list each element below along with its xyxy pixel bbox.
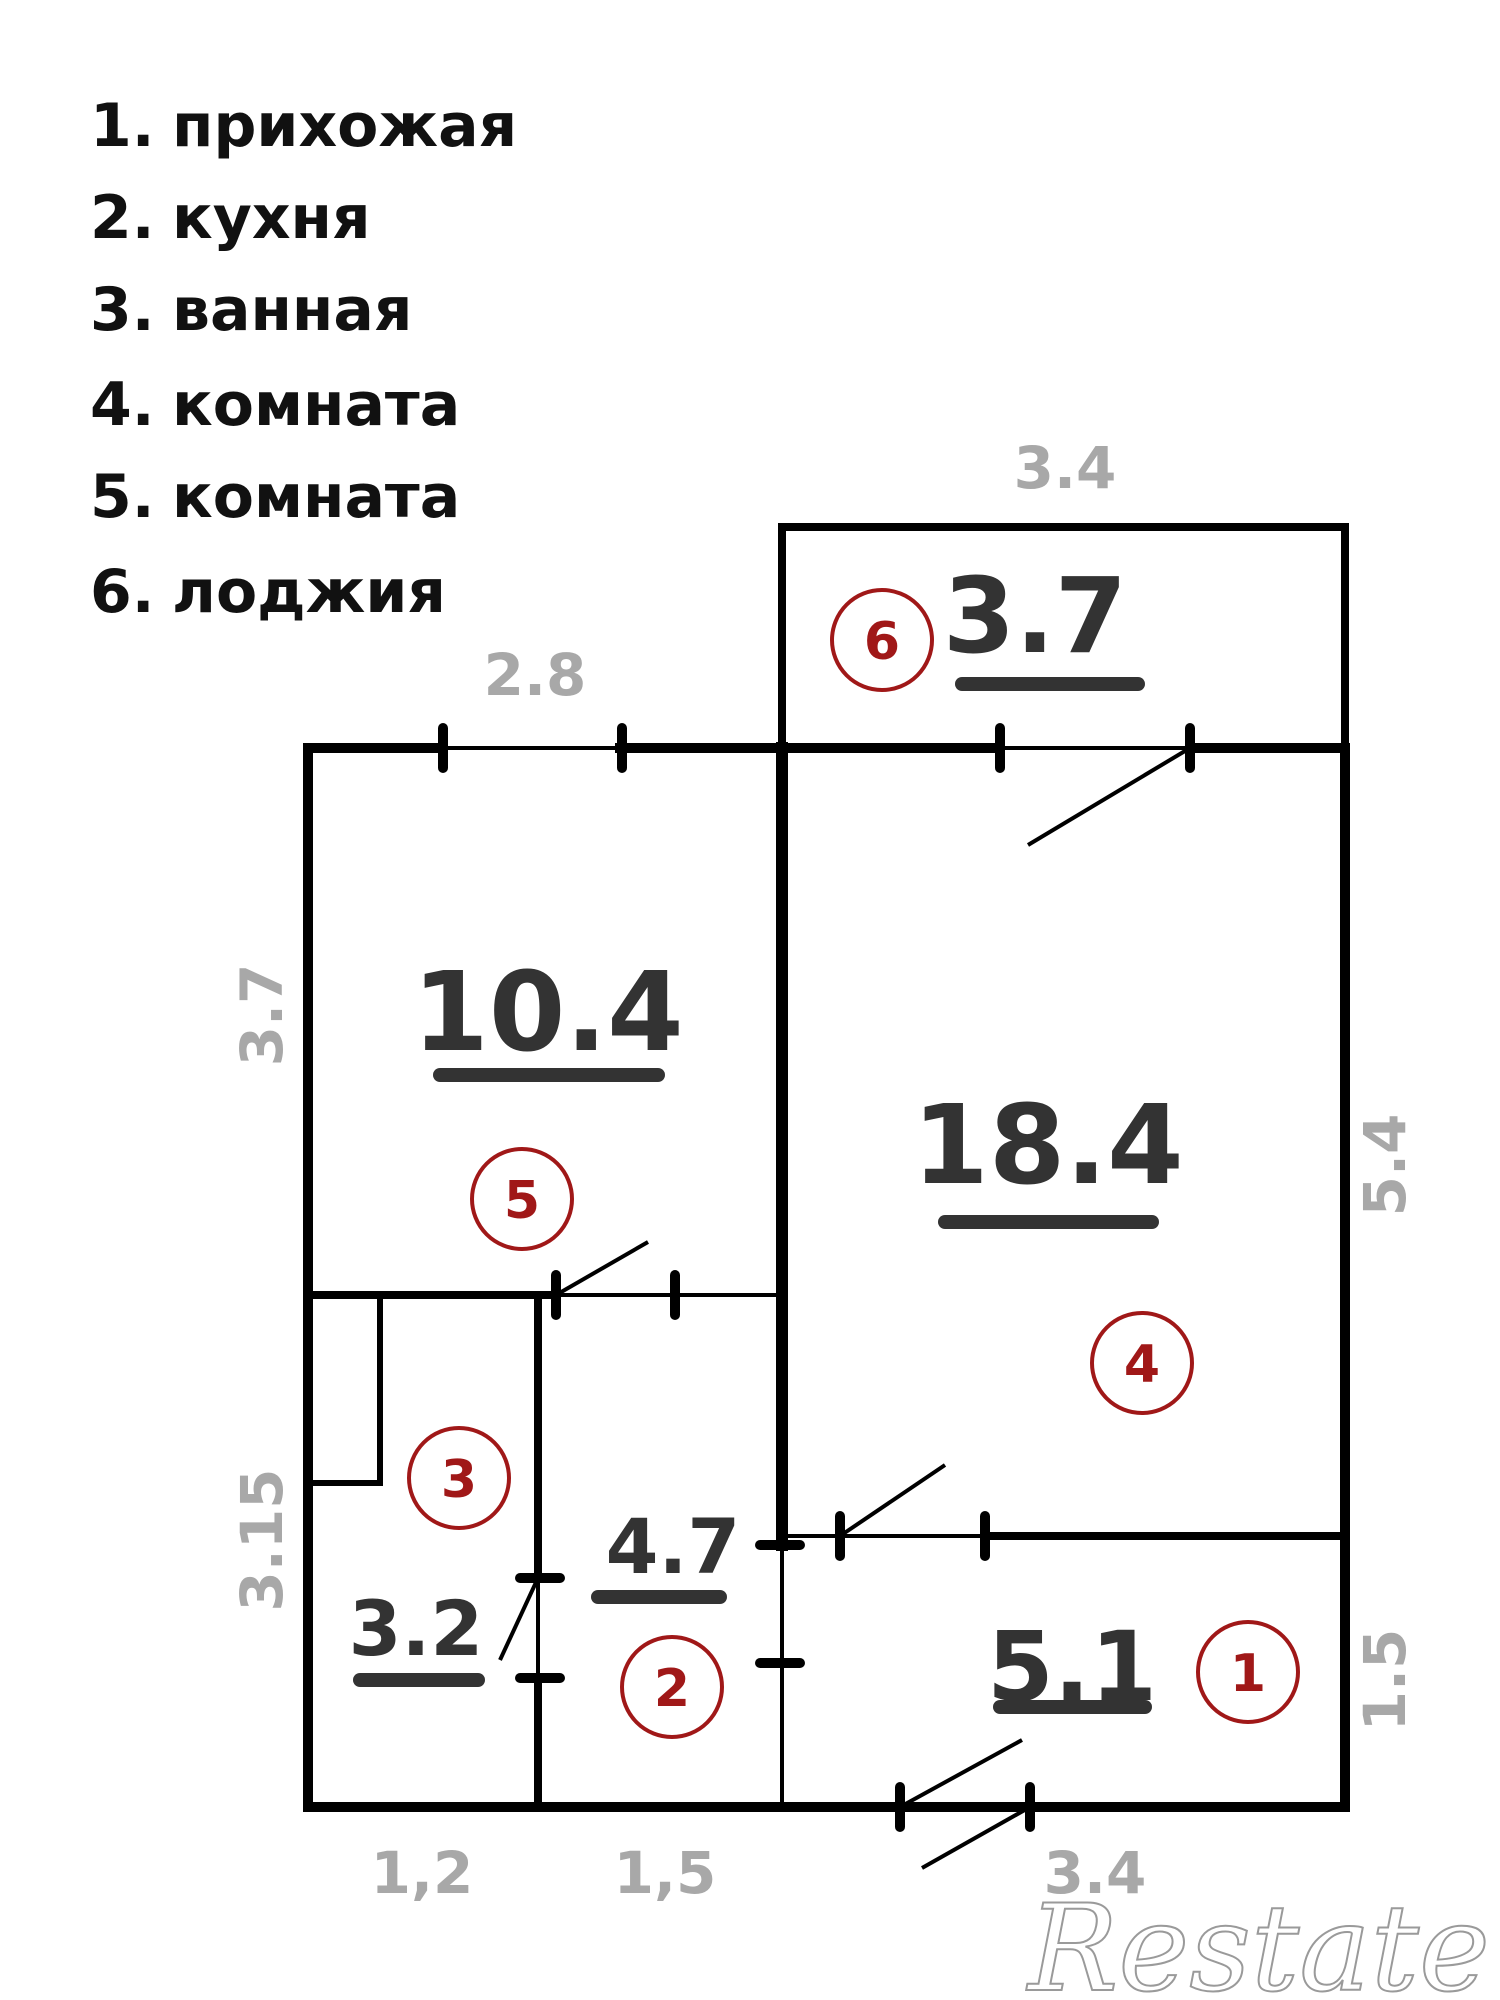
- entrance-door-swing-outer: [921, 1805, 1031, 1870]
- badge-bath: 3: [441, 1450, 477, 1510]
- badge-circle: [470, 1147, 574, 1251]
- dim-bottom-right: 3.4: [1044, 1839, 1147, 1907]
- legend-label-1: прихожая: [172, 91, 517, 161]
- badge-circle: [1090, 1311, 1194, 1415]
- area-kitchen: 4.7: [606, 1502, 741, 1591]
- area-loggia: 3.7: [943, 555, 1127, 677]
- dim-right-upper: 5.4: [1351, 1114, 1419, 1217]
- dim-right-lower: 1.5: [1351, 1629, 1419, 1732]
- badge-circle: [620, 1635, 724, 1739]
- entrance-door-swing-inner: [899, 1738, 1023, 1809]
- room4-door-swing: [838, 1463, 947, 1538]
- balcony-door-swing: [1026, 746, 1192, 847]
- restate-watermark: Restate: [1026, 1880, 1490, 2000]
- dim-bottom-left: 1,2: [371, 1839, 474, 1907]
- badge-loggia: 6: [864, 612, 900, 672]
- legend-number-6: 6.: [90, 557, 155, 627]
- legend-number-4: 4.: [90, 370, 155, 440]
- legend-number-5: 5.: [90, 462, 155, 532]
- room-badges: 6 5 4 3 2 1: [407, 588, 1300, 1739]
- badge-room5: 5: [504, 1171, 540, 1231]
- area-room4: 18.4: [912, 1081, 1183, 1209]
- badge-circle: [1196, 1620, 1300, 1724]
- walls: [303, 523, 1350, 1812]
- legend-number-1: 1.: [90, 91, 155, 161]
- room-areas: 3.7 10.4 18.4 4.7 3.2 5.1: [349, 555, 1184, 1723]
- area-bath: 3.2: [349, 1584, 484, 1673]
- door-swings: [498, 746, 1192, 1870]
- room-legend: 1. прихожая 2. кухня 3. ванная 4. комнат…: [90, 91, 517, 627]
- legend-label-4: комната: [172, 370, 460, 440]
- legend-number-3: 3.: [90, 275, 155, 345]
- dimension-labels: 3.4 2.8 3.7 3.15 5.4 1.5 1,2 1,5 3.4: [228, 434, 1419, 1907]
- dim-top-left: 2.8: [484, 641, 587, 709]
- legend-label-6: лоджия: [172, 557, 446, 627]
- area-room5: 10.4: [412, 948, 683, 1076]
- badge-circle: [830, 588, 934, 692]
- legend-label-3: ванная: [172, 275, 412, 345]
- badge-circle: [407, 1426, 511, 1530]
- legend-label-5: комната: [172, 462, 460, 532]
- dim-left-upper: 3.7: [228, 964, 296, 1067]
- dim-top-loggia: 3.4: [1014, 434, 1117, 502]
- legend-label-2: кухня: [172, 183, 371, 253]
- room5-door-swing: [555, 1240, 649, 1297]
- badge-kitchen: 2: [654, 1659, 690, 1719]
- legend-number-2: 2.: [90, 183, 155, 253]
- badge-hall: 1: [1230, 1644, 1266, 1704]
- badge-room4: 4: [1124, 1335, 1160, 1395]
- bath-door-swing: [498, 1577, 540, 1661]
- dim-bottom-mid: 1,5: [614, 1839, 717, 1907]
- dim-left-lower: 3.15: [228, 1468, 296, 1611]
